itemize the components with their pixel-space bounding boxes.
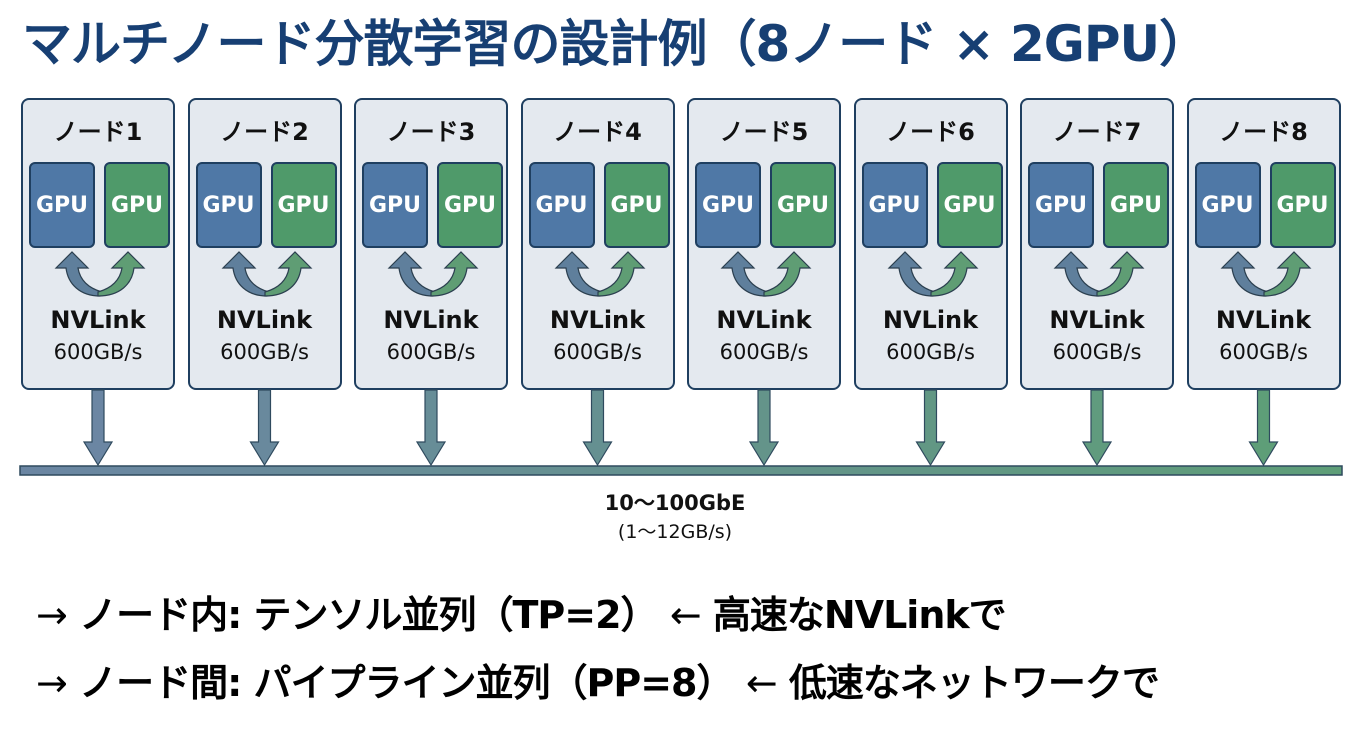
node-box: ノード2 GPU GPU NVLink 600GB/s <box>187 98 342 390</box>
node-to-bus-arrow <box>1248 389 1279 467</box>
nvlink-label: NVLink <box>383 306 479 334</box>
swap-arrows-icon <box>1053 251 1145 297</box>
node-to-bus-arrow <box>1081 389 1113 467</box>
note-text: ノード間: パイプライン並列（PP=8） <box>79 661 734 705</box>
nvlink-label: NVLink <box>882 306 979 334</box>
gpu-block: GPU <box>437 162 503 248</box>
nvlink-label: NVLink <box>1215 306 1312 334</box>
swap-arrows-icon <box>387 251 479 297</box>
gpu-block: GPU <box>1194 162 1261 248</box>
nvlink-bandwidth: 600GB/s <box>220 340 309 364</box>
nvlink-label: NVLink <box>216 306 313 334</box>
nvlink-label: NVLink <box>1049 306 1145 334</box>
swap-arrows-icon <box>887 251 978 297</box>
gpu-block: GPU <box>695 162 761 248</box>
node-label: ノード8 <box>1219 118 1308 146</box>
note-text: ノード内: テンソル並列（TP=2） <box>79 593 658 637</box>
nvlink-bandwidth: 600GB/s <box>1219 340 1308 364</box>
gpu-block: GPU <box>1028 162 1094 248</box>
node-to-bus-arrow <box>82 389 114 467</box>
swap-arrows-icon <box>720 251 812 297</box>
gpu-block: GPU <box>195 162 262 248</box>
page-title: マルチノード分散学習の設計例（8ノード × 2GPU） <box>22 15 1209 73</box>
node-label: ノード7 <box>1052 118 1142 146</box>
node-box: ノード3 GPU GPU NVLink 600GB/s <box>354 98 508 390</box>
note-inter-node: → ノード間: パイプライン並列（PP=8） ← 低速なネットワークで <box>36 652 1160 707</box>
nvlink-bandwidth: 600GB/s <box>719 340 809 364</box>
node-label: ノード5 <box>719 118 809 146</box>
swap-arrows-icon <box>54 251 146 297</box>
gpu-block: GPU <box>362 162 428 248</box>
node-to-bus-arrow <box>249 389 280 467</box>
node-to-bus-arrow <box>748 389 780 467</box>
right-arrow-icon: → <box>36 661 68 705</box>
gpu-block: GPU <box>770 162 836 248</box>
left-arrow-icon: ← <box>669 593 702 637</box>
node-box: ノード8 GPU GPU NVLink 600GB/s <box>1186 98 1341 390</box>
gpu-block: GPU <box>104 162 170 248</box>
nvlink-label: NVLink <box>716 306 812 334</box>
node-box: ノード7 GPU GPU NVLink 600GB/s <box>1020 98 1174 390</box>
nvlink-bandwidth: 600GB/s <box>386 340 476 364</box>
nvlink-label: NVLink <box>50 306 146 334</box>
node-box: ノード5 GPU GPU NVLink 600GB/s <box>687 98 841 390</box>
note-reason: 高速なNVLinkで <box>712 593 1007 637</box>
network-bus-line <box>19 465 1343 476</box>
node-to-bus-arrow <box>582 389 613 467</box>
gpu-block: GPU <box>861 162 928 248</box>
note-reason: 低速なネットワークで <box>788 661 1160 705</box>
gpu-block: GPU <box>29 162 95 248</box>
gpu-block: GPU <box>270 162 337 248</box>
gpu-block: GPU <box>1103 162 1169 248</box>
nvlink-label: NVLink <box>549 306 646 334</box>
node-label: ノード3 <box>386 118 476 146</box>
nvlink-bandwidth: 600GB/s <box>1052 340 1142 364</box>
gpu-block: GPU <box>603 162 670 248</box>
node-label: ノード1 <box>53 118 143 146</box>
swap-arrows-icon <box>554 251 645 297</box>
gpu-block: GPU <box>1269 162 1336 248</box>
network-bandwidth: (1〜12GB/s) <box>617 521 733 543</box>
nvlink-bandwidth: 600GB/s <box>886 340 975 364</box>
node-to-bus-arrow <box>415 389 447 467</box>
gpu-block: GPU <box>936 162 1003 248</box>
nvlink-bandwidth: 600GB/s <box>53 340 143 364</box>
node-label: ノード2 <box>220 118 309 146</box>
node-box: ノード6 GPU GPU NVLink 600GB/s <box>853 98 1008 390</box>
nvlink-bandwidth: 600GB/s <box>553 340 642 364</box>
node-box: ノード1 GPU GPU NVLink 600GB/s <box>21 98 175 390</box>
swap-arrows-icon <box>1220 251 1311 297</box>
network-label: 10〜100GbE <box>604 491 746 515</box>
right-arrow-icon: → <box>36 593 68 637</box>
node-label: ノード4 <box>553 118 642 146</box>
node-box: ノード4 GPU GPU NVLink 600GB/s <box>520 98 675 390</box>
left-arrow-icon: ← <box>745 661 778 705</box>
swap-arrows-icon <box>221 251 312 297</box>
node-label: ノード6 <box>886 118 975 146</box>
node-to-bus-arrow <box>915 389 946 467</box>
gpu-block: GPU <box>528 162 595 248</box>
note-intra-node: → ノード内: テンソル並列（TP=2） ← 高速なNVLinkで <box>36 584 1007 639</box>
